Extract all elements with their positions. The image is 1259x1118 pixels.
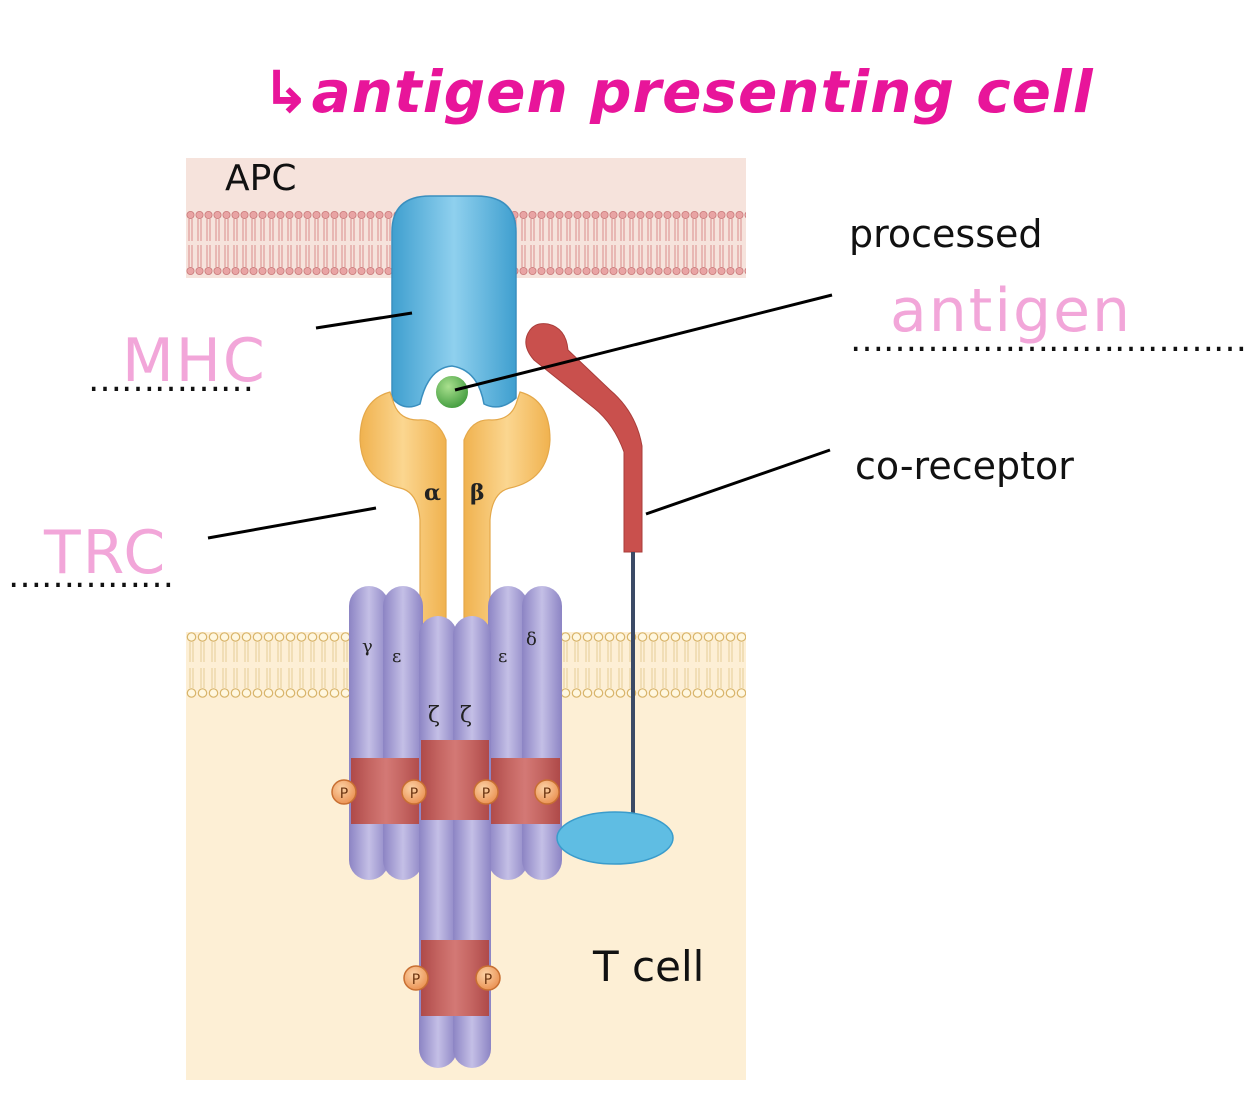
phosphate-group: P	[473, 779, 499, 805]
co-receptor-kinase	[556, 811, 674, 865]
svg-text:P: P	[543, 786, 551, 802]
beta-label: β	[470, 480, 485, 506]
tcr-beta-chain	[463, 391, 551, 641]
processed-antigen	[432, 372, 472, 412]
tcr-leader-line	[207, 506, 377, 540]
title-annotation: ↳antigen presenting cell	[262, 58, 1094, 126]
mhc-leader-line	[315, 311, 413, 330]
mhc-blank: ……………	[88, 360, 254, 400]
antigen-leader-line	[454, 293, 833, 392]
svg-text:P: P	[410, 786, 418, 802]
phosphate-group: P	[475, 965, 501, 991]
svg-text:P: P	[482, 786, 490, 802]
co-receptor-label: co-receptor	[855, 444, 1074, 488]
svg-text:P: P	[340, 786, 348, 802]
gamma-label: γ	[362, 636, 373, 657]
apc-label: APC	[225, 158, 297, 199]
co-receptor-leader-line	[645, 448, 831, 516]
antigen-annotation: antigen	[890, 276, 1133, 346]
processed-label: processed	[849, 212, 1043, 256]
svg-text:P: P	[484, 972, 492, 988]
cd3-epsilon-left-chain	[383, 586, 423, 880]
phosphate-group: P	[534, 779, 560, 805]
zeta-left-label: ζ	[428, 703, 440, 728]
trc-annotation: TRC	[44, 518, 168, 588]
phosphate-group: P	[403, 965, 429, 991]
tcr-alpha-chain	[359, 391, 447, 641]
mhc-molecule	[391, 195, 517, 408]
zeta-right-label: ζ	[460, 703, 472, 728]
itam-band	[421, 740, 489, 820]
phosphate-group: P	[401, 779, 427, 805]
phosphate-group: P	[331, 779, 357, 805]
antigen-blank: ………………………………	[850, 320, 1247, 360]
delta-label: δ	[526, 629, 537, 650]
trc-blank: ……………	[8, 556, 174, 596]
svg-text:P: P	[412, 972, 420, 988]
co-receptor	[525, 323, 643, 553]
epsilon-right-label: ε	[498, 646, 507, 667]
alpha-label: α	[424, 480, 441, 506]
epsilon-left-label: ε	[392, 646, 401, 667]
t-cell-label: T cell	[593, 942, 705, 991]
mhc-annotation: MHC	[122, 326, 267, 396]
